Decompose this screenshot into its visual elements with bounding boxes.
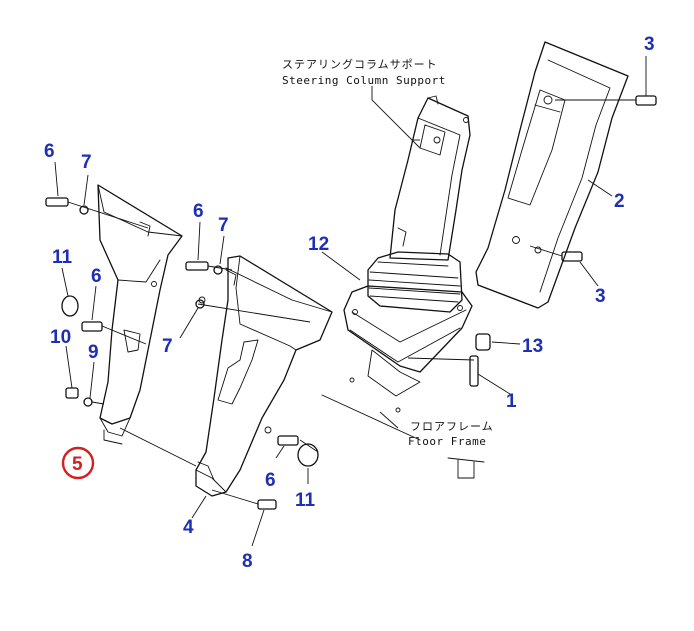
- callout-3-lower: 3: [595, 286, 606, 307]
- washer-7-left: [79, 205, 89, 215]
- callout-6-left: 6: [44, 141, 55, 162]
- floor-mount-plate: [343, 285, 473, 413]
- washer-9: [83, 397, 93, 407]
- washer-7-lower: [195, 299, 205, 309]
- callout-11-right: 11: [295, 490, 316, 511]
- nut-10: [65, 387, 79, 399]
- floor-frame-label-jp: フロアフレーム: [410, 420, 494, 433]
- steering-column-support: [389, 95, 471, 261]
- bolt-1: [469, 355, 479, 387]
- bolt-3-lower: [561, 251, 583, 262]
- steering-support-label-en: Steering Column Support: [282, 74, 446, 87]
- callout-6-center: 6: [193, 201, 204, 222]
- callout-13: 13: [522, 336, 543, 357]
- callout-8: 8: [242, 551, 253, 572]
- callout-10: 10: [50, 327, 71, 348]
- callout-4: 4: [183, 517, 194, 538]
- callout-3-upper: 3: [644, 34, 655, 55]
- column-boot-part: [367, 251, 463, 313]
- washer-7-center: [213, 265, 223, 275]
- bolt-13: [475, 333, 491, 351]
- leader-lines: [54, 56, 647, 547]
- callout-6-lower: 6: [265, 470, 276, 491]
- highlight-ring: [61, 446, 95, 480]
- callout-6-mid: 6: [91, 266, 102, 287]
- callout-9: 9: [88, 342, 99, 363]
- callout-12: 12: [308, 234, 329, 255]
- callout-1: 1: [506, 391, 517, 412]
- fasteners: [45, 95, 657, 510]
- floor-frame-label-en: Floor Frame: [408, 435, 486, 448]
- bolt-6-lower: [277, 435, 299, 446]
- cap-11-left: [61, 295, 79, 317]
- callout-7-lower: 7: [162, 336, 173, 357]
- bolt-6-mid: [81, 321, 103, 332]
- callout-5-highlighted[interactable]: 5: [72, 454, 83, 475]
- bolt-6-left: [45, 197, 69, 207]
- bolt-3-upper: [635, 95, 657, 106]
- bolt-8: [257, 499, 277, 510]
- cap-11-right: [297, 443, 319, 467]
- callout-2: 2: [614, 191, 625, 212]
- callout-11-left: 11: [52, 247, 73, 268]
- center-cover-part: [195, 255, 333, 497]
- callout-7-center: 7: [218, 215, 229, 236]
- floor-frame: [321, 394, 485, 479]
- right-cover-part: [475, 41, 629, 309]
- left-cover-part: [97, 184, 183, 445]
- callout-7-left: 7: [81, 152, 92, 173]
- bolt-6-center: [185, 261, 209, 271]
- steering-support-label-jp: ステアリングコラムサポート: [282, 57, 438, 71]
